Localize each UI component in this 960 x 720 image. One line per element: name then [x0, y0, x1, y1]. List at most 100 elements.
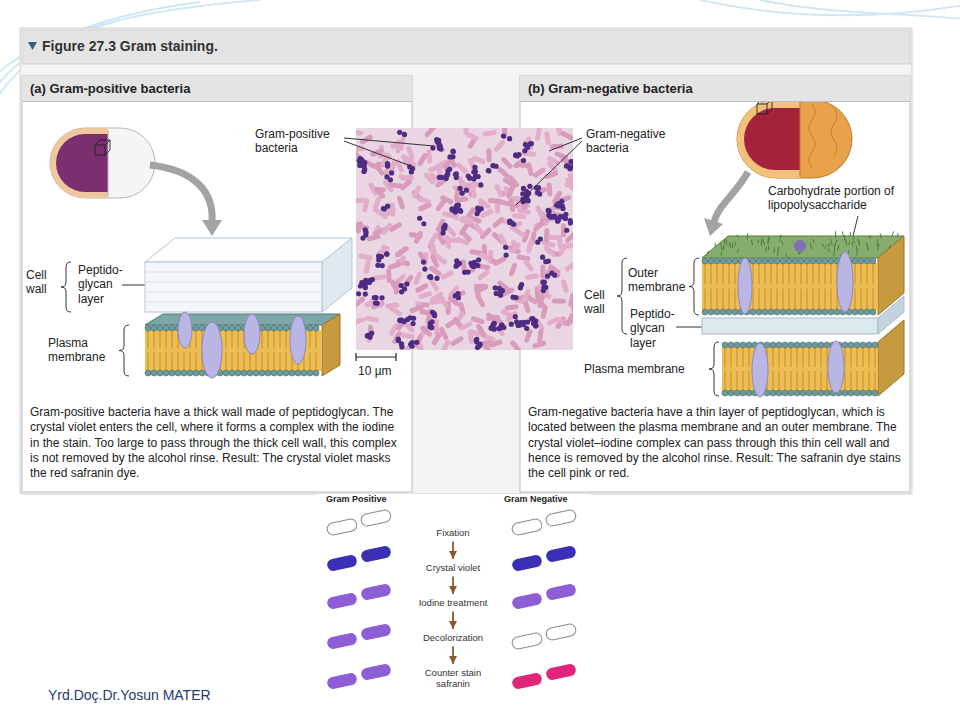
micrograph — [414, 340, 419, 345]
gram-positive-cell — [56, 134, 108, 192]
column-heading: Gram Positive — [326, 494, 416, 505]
plasma-membrane-layer — [824, 390, 830, 396]
micrograph — [408, 232, 423, 240]
micrograph — [418, 291, 433, 300]
scale-label: 10 µm — [358, 364, 418, 378]
plasma-membrane-layer — [265, 325, 271, 331]
outer-membrane-layer — [828, 309, 834, 315]
part-label: Plasma membrane — [48, 336, 116, 365]
micrograph — [494, 183, 504, 198]
plasma-membrane-layer — [238, 331, 239, 349]
lipopolysaccharide — [747, 233, 748, 240]
lipopolysaccharide — [897, 233, 898, 237]
part-label: Cell wall — [26, 268, 60, 297]
lipopolysaccharide — [854, 240, 855, 243]
flow-arrow — [452, 611, 454, 629]
gram-positive-cell — [95, 140, 110, 155]
micrograph — [427, 324, 432, 329]
plasma-membrane-layer — [731, 348, 732, 367]
leader-lines — [344, 141, 411, 166]
micrograph — [421, 259, 426, 264]
outer-membrane-layer — [819, 289, 820, 310]
plasma-membrane-layer — [803, 371, 804, 390]
micrograph — [482, 130, 497, 137]
plasma-membrane-layer — [316, 331, 317, 349]
gram-positive-wall — [145, 262, 322, 312]
plasma-membrane-layer — [277, 370, 283, 376]
lipopolysaccharide — [707, 231, 898, 258]
step-label: Iodine treatment — [417, 596, 490, 609]
micrograph — [507, 136, 512, 141]
micrograph — [408, 342, 413, 347]
plasma-membrane-layer — [229, 370, 235, 376]
plasma-membrane-layer — [229, 325, 235, 331]
plasma-membrane-layer — [154, 331, 155, 349]
gram-negative-cell — [704, 218, 723, 236]
micrograph — [520, 191, 525, 196]
plasma-membrane-layer — [262, 353, 263, 371]
micrograph — [446, 154, 458, 168]
plasma-membrane-layer — [199, 325, 205, 331]
title-bar — [22, 30, 910, 64]
stained-rods — [360, 545, 392, 563]
micrograph — [404, 338, 416, 350]
micrograph — [399, 289, 404, 294]
micrograph — [387, 261, 402, 270]
gram-negative-cell — [737, 100, 852, 178]
stained-rods — [360, 509, 392, 527]
plasma-membrane-layer — [785, 348, 786, 367]
micrograph — [466, 174, 471, 179]
micrograph — [497, 166, 511, 179]
outer-membrane-layer — [705, 289, 706, 310]
micrograph — [524, 328, 533, 343]
micrograph — [540, 280, 545, 285]
plasma-membrane-layer — [812, 390, 818, 396]
label-anchor: Gram Negative — [504, 494, 594, 505]
plasma-membrane-layer — [866, 342, 872, 348]
flow-arrow — [452, 646, 454, 664]
plasma-membrane-layer — [776, 342, 782, 348]
outer-membrane-layer — [795, 264, 796, 285]
micrograph — [400, 332, 415, 340]
plasma-membrane-layer — [181, 370, 187, 376]
outer-membrane-layer — [810, 258, 816, 264]
micrograph — [379, 295, 384, 300]
stained-rods — [545, 545, 577, 563]
plasma-membrane-layer — [184, 353, 185, 371]
outer-membrane-layer — [828, 258, 834, 264]
gram-positive-cell — [150, 165, 212, 222]
micrograph — [516, 254, 531, 262]
micrograph — [546, 208, 551, 213]
outer-membrane-layer — [783, 289, 784, 310]
plasma-membrane-layer — [145, 325, 151, 331]
micrograph — [490, 163, 495, 168]
micrograph — [504, 304, 519, 311]
panel-heading: (a) Gram-positive bacteria — [22, 76, 412, 102]
plasma-membrane-layer — [271, 370, 277, 376]
micrograph — [445, 171, 450, 176]
outer-membrane-layer — [759, 289, 760, 310]
gram-positive-wall — [145, 282, 322, 283]
plasma-membrane-layer — [172, 331, 173, 349]
outer-membrane-layer — [777, 289, 778, 310]
micrograph — [476, 257, 481, 262]
micrograph — [531, 321, 536, 326]
micrograph — [513, 157, 527, 169]
micrograph — [511, 222, 516, 227]
plasma-membrane-layer — [842, 390, 848, 396]
gram-positive-wall — [145, 238, 352, 262]
micrograph — [421, 221, 426, 226]
micrograph — [417, 216, 422, 221]
lipopolysaccharide — [786, 253, 787, 257]
gram-negative-wall — [702, 231, 904, 397]
plasma-membrane-layer — [145, 370, 151, 376]
plasma-membrane-layer — [875, 371, 876, 390]
plasma-membrane-layer — [845, 348, 846, 367]
outer-membrane-layer — [735, 289, 736, 310]
part-label: Carbohydrate portion of lipopolysacchari… — [768, 184, 906, 213]
plasma-membrane-layer — [866, 390, 872, 396]
lipopolysaccharide — [838, 245, 839, 251]
micrograph — [536, 284, 550, 297]
